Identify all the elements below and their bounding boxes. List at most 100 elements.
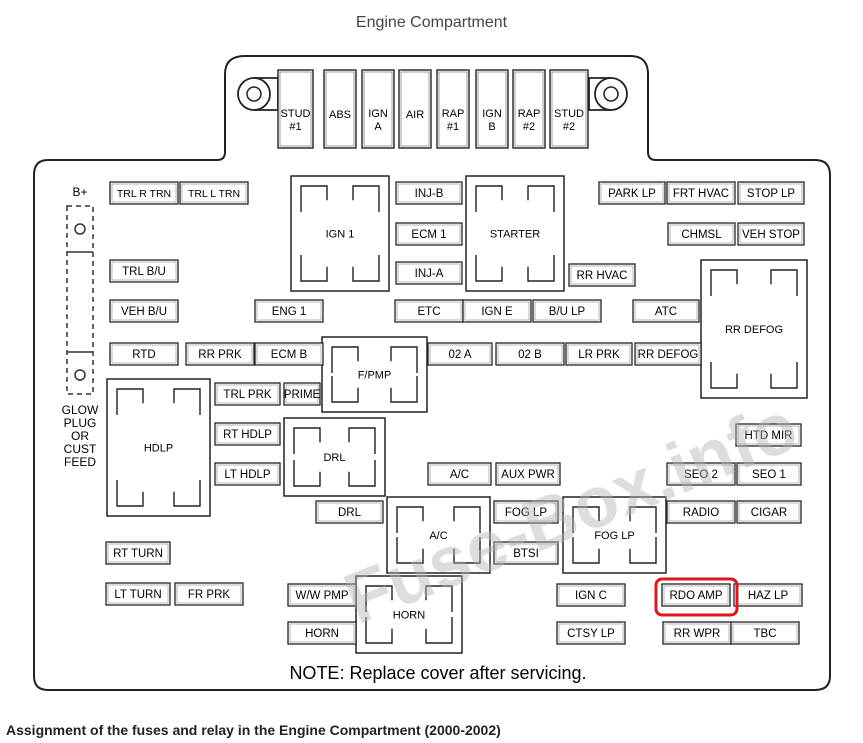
fuse-lt-hdlp[interactable]: LT HDLP	[214, 462, 281, 486]
fuse-label: CIGAR	[751, 507, 787, 519]
top-fuse-stud-2[interactable]: STUD#2	[549, 69, 589, 149]
top-fuse-stud-1[interactable]: STUD#1	[277, 69, 314, 149]
fuse-radio[interactable]: RADIO	[666, 500, 736, 524]
fuse-lr-prk[interactable]: LR PRK	[565, 342, 633, 366]
top-fuse-label-line1: RAP	[442, 108, 465, 120]
relay-terminal-icon	[453, 537, 481, 564]
fuse-chmsl[interactable]: CHMSL	[667, 222, 736, 246]
fuse-rr-hvac[interactable]: RR HVAC	[568, 263, 636, 287]
fuse-frt-hvac[interactable]: FRT HVAC	[666, 181, 736, 205]
fuse-tbc[interactable]: TBC	[730, 621, 800, 645]
fuse-ign-c[interactable]: IGN C	[556, 583, 626, 607]
relay-hdlp[interactable]: HDLP	[106, 378, 211, 517]
fuse-fr-prk[interactable]: FR PRK	[174, 582, 244, 606]
fuse-label: TBC	[754, 628, 777, 640]
fuse-park-lp[interactable]: PARK LP	[598, 181, 666, 205]
relay-rr-defog[interactable]: RR DEFOG	[700, 259, 808, 399]
fuse-fog-lp[interactable]: FOG LP	[493, 500, 559, 524]
relay-terminal-icon	[293, 460, 321, 487]
fuse-label: LT HDLP	[224, 469, 271, 481]
fuse-seo-2[interactable]: SEO 2	[666, 462, 736, 486]
relay-terminal-icon	[425, 617, 453, 644]
relay-starter[interactable]: STARTER	[465, 175, 565, 292]
fuse-atc[interactable]: ATC	[632, 299, 700, 323]
fuse-drl[interactable]: DRL	[315, 500, 384, 524]
fuse-label: HORN	[305, 628, 339, 640]
fuse-label: DRL	[338, 507, 362, 519]
glow-plug-label-line: PLUG	[64, 416, 97, 430]
fuse-02-b[interactable]: 02 B	[495, 342, 565, 366]
relay-terminal-icon	[116, 388, 144, 415]
fuse-rdo-amp[interactable]: RDO AMP	[661, 583, 731, 607]
top-fuse-rap-1[interactable]: RAP#1	[436, 69, 470, 149]
relay-terminal-icon	[365, 585, 393, 612]
fuse-rr-prk[interactable]: RR PRK	[185, 342, 255, 366]
fuse-rtd[interactable]: RTD	[109, 342, 179, 366]
fuse-trl-prk[interactable]: TRL PRK	[214, 382, 281, 406]
top-fuse-label: AIR	[406, 109, 424, 121]
fuse-02-a[interactable]: 02 A	[427, 342, 493, 366]
fuse-ign-e[interactable]: IGN E	[462, 299, 532, 323]
fuse-label: RR PRK	[198, 349, 242, 361]
top-fuse-label-line1: IGN	[482, 108, 502, 120]
fuse-lt-turn[interactable]: LT TURN	[105, 582, 171, 606]
fuse-btsi[interactable]: BTSI	[493, 541, 559, 565]
fuse-label: VEH STOP	[742, 229, 800, 241]
fuse-label: FRT HVAC	[673, 188, 729, 200]
fuse-seo-1[interactable]: SEO 1	[736, 462, 802, 486]
relay-a-c[interactable]: A/C	[386, 496, 491, 574]
fuse-ecm-b[interactable]: ECM B	[254, 342, 324, 366]
top-fuse-rap-2[interactable]: RAP#2	[512, 69, 546, 149]
fuse-trl-b-u[interactable]: TRL B/U	[109, 259, 179, 283]
fuse-a-c[interactable]: A/C	[427, 462, 492, 486]
fuse-label: B/U LP	[549, 306, 586, 318]
fuse-eng-1[interactable]: ENG 1	[254, 299, 324, 323]
fuse-htd-mir[interactable]: HTD MIR	[735, 423, 802, 447]
fuse-ecm-1[interactable]: ECM 1	[395, 222, 463, 246]
top-fuse-label-line2: A	[374, 121, 382, 133]
fuse-trl-r-trn[interactable]: TRL R TRN	[109, 181, 179, 205]
fuse-stop-lp[interactable]: STOP LP	[737, 181, 805, 205]
relay-terminal-icon	[300, 185, 328, 212]
top-fuse-abs[interactable]: ABS	[323, 69, 357, 149]
fuse-label: SEO 1	[752, 469, 786, 481]
relay-terminal-icon	[352, 185, 380, 212]
top-fuse-label-line1: STUD	[554, 108, 584, 120]
top-fuse-label: ABS	[329, 109, 351, 121]
fuse-cigar[interactable]: CIGAR	[736, 500, 802, 524]
fuse-label: CHMSL	[681, 229, 722, 241]
fuse-rt-hdlp[interactable]: RT HDLP	[214, 422, 281, 446]
fuse-veh-stop[interactable]: VEH STOP	[737, 222, 805, 246]
fuse-prime[interactable]: PRIME	[283, 382, 321, 406]
fuse-w-w-pmp[interactable]: W/W PMP	[287, 583, 357, 607]
fuse-rr-wpr[interactable]: RR WPR	[662, 621, 732, 645]
relay-terminal-icon	[331, 376, 359, 403]
fuse-ctsy-lp[interactable]: CTSY LP	[556, 621, 626, 645]
relay-f-pmp[interactable]: F/PMP	[321, 336, 428, 413]
relay-terminal-icon	[710, 269, 738, 296]
top-fuse-air[interactable]: AIR	[398, 69, 432, 149]
relay-drl[interactable]: DRL	[283, 417, 386, 497]
fuse-inj-a[interactable]: INJ-A	[395, 261, 463, 285]
relay-ign-1[interactable]: IGN 1	[290, 175, 390, 292]
fuse-trl-l-trn[interactable]: TRL L TRN	[179, 181, 249, 205]
fuse-rr-defog[interactable]: RR DEFOG	[634, 342, 702, 366]
fuse-aux-pwr[interactable]: AUX PWR	[495, 462, 561, 486]
fuse-label: A/C	[450, 469, 469, 481]
relay-horn[interactable]: HORN	[355, 575, 463, 654]
fuse-label: INJ-A	[415, 268, 444, 280]
fuse-label: TRL PRK	[223, 389, 271, 401]
fuse-b-u-lp[interactable]: B/U LP	[532, 299, 602, 323]
fuse-horn[interactable]: HORN	[287, 621, 357, 645]
fuse-haz-lp[interactable]: HAZ LP	[733, 583, 803, 607]
fuse-inj-b[interactable]: INJ-B	[395, 181, 463, 205]
fuse-rt-turn[interactable]: RT TURN	[105, 541, 171, 565]
fuse-label: 02 B	[518, 349, 542, 361]
relay-fog-lp[interactable]: FOG LP	[562, 496, 667, 574]
fuse-veh-b-u[interactable]: VEH B/U	[109, 299, 179, 323]
fuse-etc[interactable]: ETC	[394, 299, 464, 323]
